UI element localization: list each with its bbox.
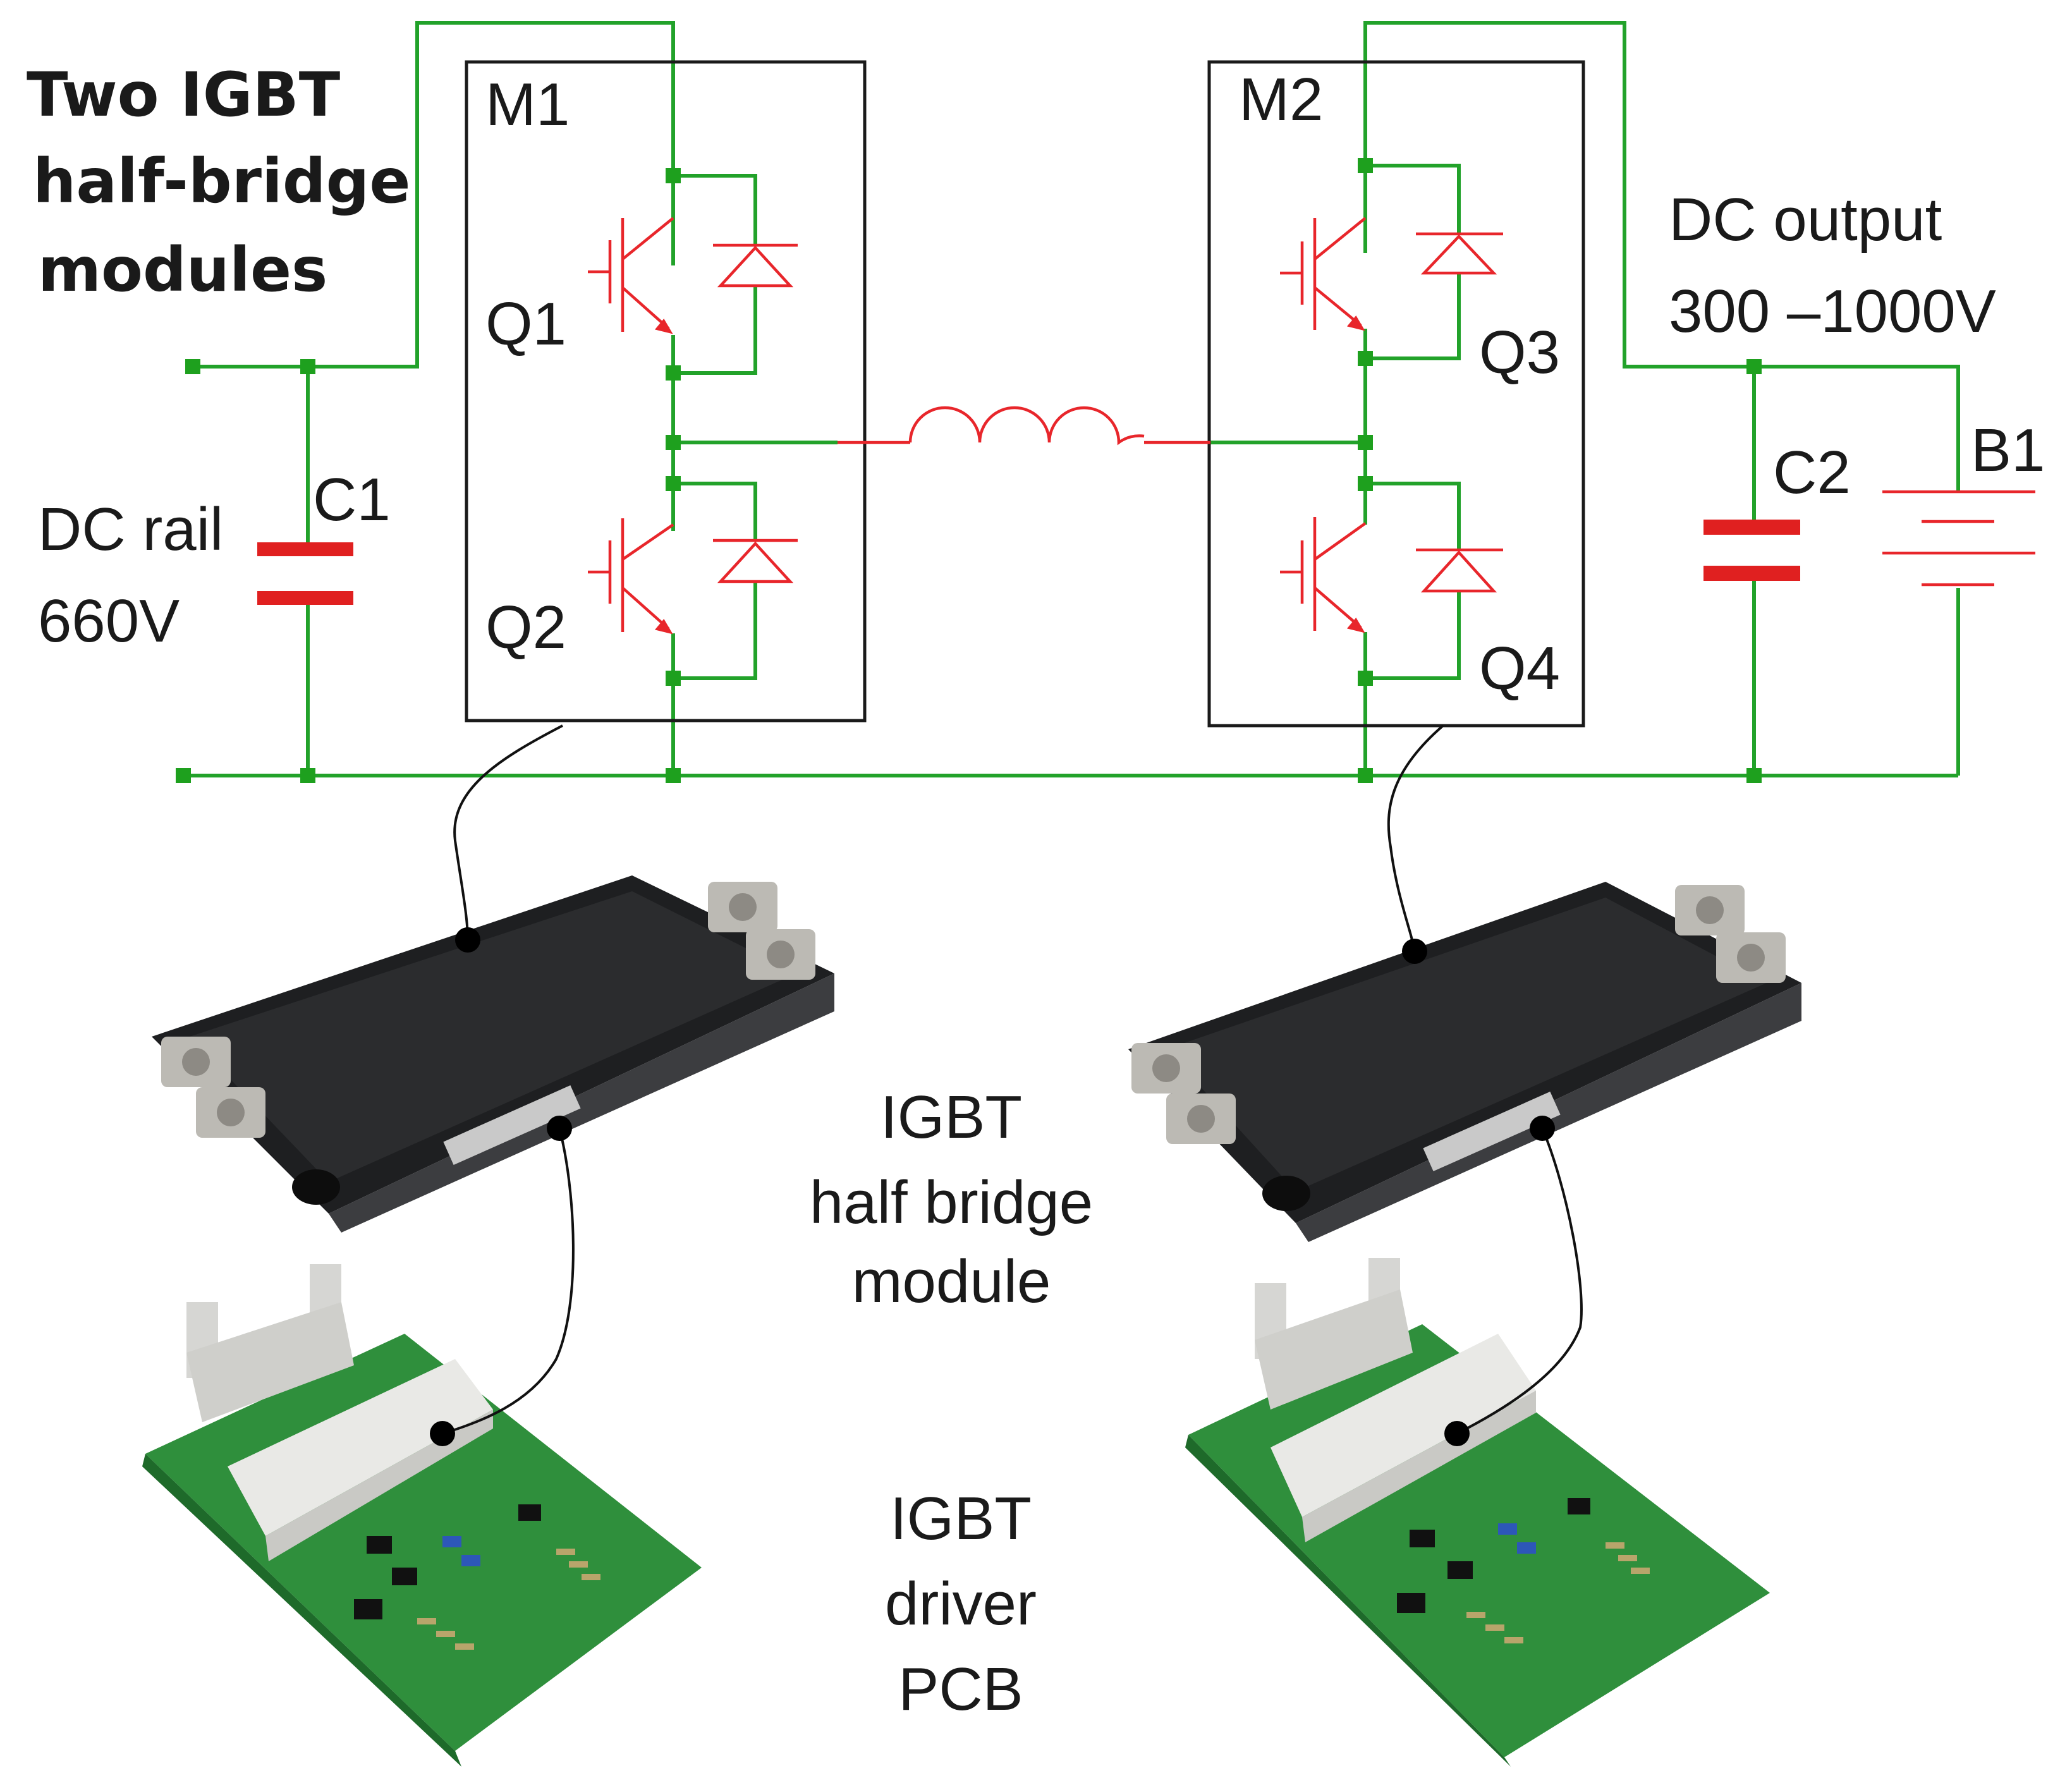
module-caption-line-3: module — [852, 1248, 1051, 1315]
dc-output-range: 300 –1000V — [1669, 277, 1996, 345]
battery-b1-symbol — [1882, 490, 2035, 587]
m2-d3-wire-bottom — [1365, 273, 1461, 360]
wiring — [183, 21, 1960, 777]
m2-d4-wire — [1365, 482, 1461, 550]
label-q4: Q4 — [1479, 635, 1560, 702]
module-m1-box — [465, 60, 867, 722]
m2-top-wire — [1363, 21, 1754, 369]
module-m2-box — [1207, 60, 1585, 728]
igbt-q3-symbol — [1280, 217, 1367, 331]
dc-rail-label: DC rail — [38, 496, 223, 563]
module-caption-line-2: half bridge — [810, 1169, 1093, 1236]
dc-output-label: DC output — [1669, 186, 1942, 253]
callout-m1-to-module — [453, 724, 563, 941]
callout-m2-to-module — [1387, 724, 1444, 952]
igbt-driver-pcb-photo-right — [1185, 1258, 1770, 1767]
igbt-q4-symbol — [1280, 517, 1367, 633]
m1-d1-wire-bottom — [673, 286, 757, 375]
callout-lines — [442, 724, 1583, 1435]
label-q2: Q2 — [485, 594, 566, 661]
m1-d2-wire — [673, 482, 757, 540]
module-caption-line-1: IGBT — [881, 1083, 1022, 1151]
igbt-module-photo-right — [1128, 882, 1801, 1242]
driver-caption-line-1: IGBT — [890, 1485, 1032, 1552]
igbt-module-photo-left — [152, 875, 834, 1233]
m2-d4-wire-bottom — [1365, 591, 1461, 680]
title-line-3: modules — [38, 235, 327, 305]
label-m2: M2 — [1239, 66, 1323, 133]
label-q3: Q3 — [1479, 319, 1560, 386]
label-m1: M1 — [485, 71, 570, 138]
driver-caption-line-2: driver — [885, 1570, 1037, 1638]
b1-wire-top — [1754, 365, 1960, 492]
title-line-1: Two IGBT — [27, 59, 340, 130]
callout-module-to-pcb-left — [442, 1128, 575, 1435]
igbt-driver-pcb-photo-left — [142, 1264, 702, 1767]
m1-d1-wire — [673, 174, 757, 245]
dc-rail-voltage: 660V — [38, 587, 180, 655]
callout-dots — [430, 927, 1555, 1446]
callout-module-to-pcb-right — [1456, 1128, 1583, 1435]
m2-d3-wire — [1365, 164, 1461, 234]
label-c2: C2 — [1773, 439, 1851, 506]
igbt-q2-symbol — [588, 518, 674, 635]
title-line-2: half-bridge — [33, 146, 410, 217]
dc-plus-wire-left — [193, 21, 675, 369]
label-c1: C1 — [313, 466, 391, 533]
igbt-q1-symbol — [588, 217, 674, 334]
c2-plate-bottom — [1703, 566, 1800, 581]
m1-d2-wire-bottom — [673, 582, 757, 680]
label-b1: B1 — [1971, 417, 2045, 484]
c1-plate-bottom — [257, 591, 353, 605]
driver-caption-line-3: PCB — [898, 1655, 1023, 1723]
c1-plate-top — [257, 542, 353, 556]
c2-plate-top — [1703, 520, 1800, 535]
diode-d4-symbol — [1416, 548, 1503, 593]
diode-d1-symbol — [713, 243, 798, 288]
red-components — [588, 217, 2035, 635]
diode-d2-symbol — [713, 539, 798, 583]
inductor-coil — [908, 406, 1145, 446]
diode-d3-symbol — [1416, 232, 1503, 275]
junction-nodes — [176, 158, 1762, 783]
label-q1: Q1 — [485, 290, 566, 358]
